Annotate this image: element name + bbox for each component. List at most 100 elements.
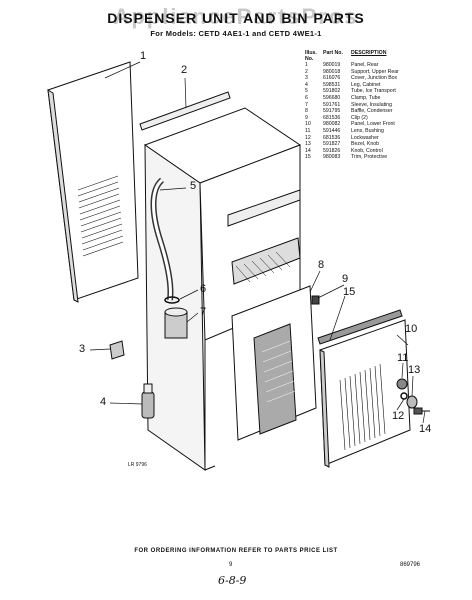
models-subtitle: For Models: CETD 4AE1-1 and CETD 4WE1-1	[150, 29, 322, 38]
parts-row: 2 980018 Support, Upper Rear	[305, 69, 470, 76]
parts-row: 5 591802 Tube, Ice Transport	[305, 88, 470, 95]
page-number: 9	[229, 562, 233, 568]
parts-cell-illus: 12	[305, 134, 311, 141]
ordering-note: FOR ORDERING INFORMATION REFER TO PARTS …	[134, 548, 338, 554]
bushing-lens-part	[396, 378, 408, 390]
ice-transport-tube-part	[150, 177, 174, 301]
part-header: Part No.	[323, 50, 343, 56]
condenser-baffle-part	[231, 285, 317, 441]
parts-cell-illus: 2	[305, 68, 308, 75]
protective-trim-part	[317, 309, 403, 345]
upper-rear-support-part	[139, 91, 231, 131]
parts-cell-illus: 4	[305, 81, 308, 88]
parts-table-header: Illus. No. Part No. DESCRIPTION	[305, 50, 470, 62]
rear-panel-part	[47, 61, 139, 303]
document-code: 869796	[400, 562, 421, 568]
parts-cell-illus: 13	[305, 141, 311, 148]
parts-cell-part: 681536	[323, 134, 341, 141]
parts-row: 6 596680 Clamp, Tube	[305, 95, 470, 102]
parts-row: 13 591827 Bezel, Knob	[305, 141, 470, 148]
parts-cell-part: 616076	[323, 75, 341, 82]
parts-cell-part: 980082	[323, 121, 341, 128]
parts-row: 14 591826 Knob, Control	[305, 148, 470, 155]
control-knob-part	[413, 407, 430, 415]
parts-cell-part: 681536	[323, 114, 341, 121]
callout-1: 1	[140, 50, 147, 62]
parts-cell-description: Cover, Junction Box	[351, 75, 398, 82]
parts-cell-description: Trim, Protective	[351, 154, 388, 161]
callout-4: 4	[100, 396, 107, 408]
parts-cell-description: Panel, Rear	[351, 62, 379, 68]
parts-cell-part: 591826	[323, 147, 341, 154]
parts-cell-description: Clip (2)	[351, 114, 368, 121]
parts-cell-description: Lens, Bushing	[351, 127, 384, 134]
parts-cell-illus: 14	[305, 147, 311, 154]
callout-5: 5	[190, 180, 197, 192]
parts-row: 9 681536 Clip (2)	[305, 115, 470, 122]
parts-cell-illus: 11	[305, 127, 311, 134]
parts-row: 11 591446 Lens, Bushing	[305, 128, 470, 135]
parts-row: 10 980082 Panel, Lower Front	[305, 121, 470, 128]
parts-cell-illus: 15	[305, 154, 311, 161]
callout-13: 13	[408, 364, 421, 376]
parts-cell-description: Bezel, Knob	[351, 141, 379, 148]
cabinet-part	[143, 107, 302, 471]
parts-cell-description: Clamp, Tube	[351, 94, 381, 101]
parts-cell-description: Knob, Control	[351, 147, 383, 154]
callout-14: 14	[419, 423, 432, 435]
parts-cell-illus: 8	[305, 108, 308, 115]
callout-3: 3	[79, 343, 86, 355]
callout-12: 12	[392, 410, 405, 422]
parts-cell-description: Support, Upper Rear	[351, 68, 399, 75]
parts-cell-part: 598531	[323, 81, 341, 88]
junction-box-cover-part	[109, 340, 125, 360]
parts-cell-illus: 9	[305, 114, 308, 121]
parts-cell-description: Tube, Ice Transport	[351, 88, 396, 95]
parts-cell-part: 591446	[323, 127, 341, 134]
callout-6: 6	[200, 283, 207, 295]
figure-code: LR 9796	[128, 462, 147, 468]
parts-cell-description: Baffle, Condenser	[351, 108, 393, 115]
watermark: AppliancePartsPros	[113, 4, 359, 29]
leader-lines	[89, 61, 426, 424]
callout-8: 8	[318, 259, 325, 271]
insulating-sleeve-part	[164, 307, 188, 339]
parts-row: 1 980019 Panel, Rear	[305, 62, 470, 69]
parts-cell-illus: 7	[305, 101, 308, 108]
callout-15: 15	[343, 286, 356, 298]
cabinet-leg-part	[141, 383, 155, 419]
illus-header: Illus. No.	[305, 50, 317, 62]
parts-cell-illus: 5	[305, 88, 308, 95]
parts-table-body: 1 980019 Panel, Rear 2 980018 Support, Upper …	[305, 62, 470, 161]
parts-row: 15 980083 Trim, Protective	[305, 154, 470, 161]
callout-11: 11	[397, 352, 409, 364]
parts-cell-part: 591827	[323, 141, 341, 148]
parts-cell-illus: 3	[305, 75, 308, 82]
parts-cell-part: 596680	[323, 94, 341, 101]
parts-cell-part: 980019	[323, 62, 341, 68]
parts-cell-illus: 10	[305, 121, 311, 128]
parts-row: 3 616076 Cover, Junction Box	[305, 75, 470, 82]
knob-bezel-part	[406, 395, 418, 409]
parts-cell-part: 980083	[323, 154, 341, 161]
callout-7: 7	[200, 306, 207, 318]
callout-9: 9	[342, 273, 349, 285]
parts-cell-illus: 6	[305, 94, 308, 101]
parts-cell-part: 591802	[323, 88, 341, 95]
tube-clamp-part	[164, 296, 180, 304]
parts-cell-part: 980018	[323, 68, 341, 75]
parts-cell-description: Panel, Lower Front	[351, 121, 395, 128]
callout-2: 2	[181, 64, 188, 76]
lower-front-panel-part	[319, 319, 411, 468]
description-header: DESCRIPTION	[351, 50, 387, 56]
page-title: DISPENSER UNIT AND BIN PARTS	[107, 10, 365, 26]
parts-cell-illus: 1	[305, 62, 308, 68]
parts-cell-part: 591761	[323, 101, 341, 108]
clip-part	[311, 295, 320, 305]
